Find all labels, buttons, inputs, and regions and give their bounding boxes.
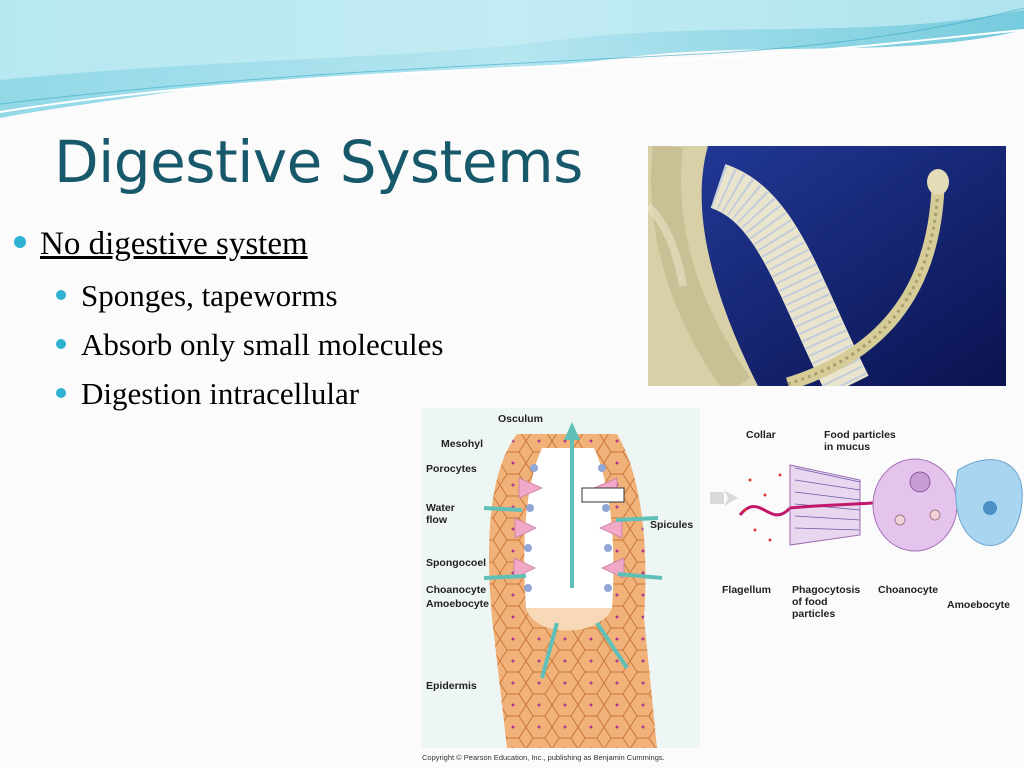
header-wave-decoration [0,0,1024,118]
tapeworm-photo [648,146,1006,386]
label-epidermis: Epidermis [426,680,477,692]
bullet-icon [56,338,66,349]
label-choanocyte: Choanocyte [426,584,487,596]
bullet-icon [56,387,66,398]
bullet-text: Digestion intracellular [81,376,360,411]
label-collar: Collar [746,429,776,441]
label-mesohyl: Mesohyl [441,438,484,450]
label-amoebocyte: Amoebocyte [426,598,490,610]
bullet-text: Absorb only small molecules [81,327,444,362]
sub-bullet-item: Digestion intracellular [56,376,359,412]
choanocyte-diagram [710,458,1023,552]
label-osculum: Osculum [498,413,543,425]
label-phagocytosis: Phagocytosis of food particles [792,584,861,620]
label-porocytes: Porocytes [426,463,477,475]
label-flagellum: Flagellum [722,584,772,596]
bullet-text: No digestive system [40,226,308,262]
bullet-text: Sponges, tapeworms [81,278,338,313]
copyright-note: Copyright © Pearson Education, Inc., pub… [422,753,665,762]
bullet-icon [56,289,66,300]
slide-title: Digestive Systems [54,128,583,196]
sponge-diagram [422,408,700,748]
bullet-item: No digestive system [14,226,308,263]
bullet-icon [14,236,26,249]
sub-bullet-item: Absorb only small molecules [56,327,443,363]
label-choanocyte-cell: Choanocyte [878,584,939,596]
label-spongocoel: Spongocoel [426,557,487,569]
label-amoebocyte-cell: Amoebocyte [947,599,1011,611]
label-food-particles: Food particles in mucus [824,429,896,453]
sub-bullet-item: Sponges, tapeworms [56,278,338,314]
label-water-flow: Water flow [426,502,455,526]
label-spicules: Spicules [650,519,694,531]
